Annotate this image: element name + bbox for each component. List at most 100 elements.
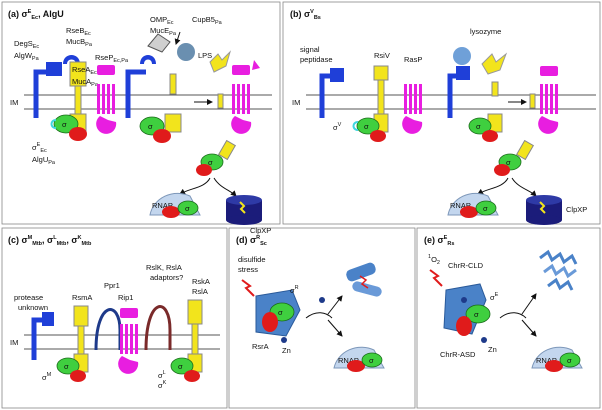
clpxp-label-b: ClpXP: [566, 205, 587, 214]
chrr-cld-label: ChrR-CLD: [448, 261, 484, 270]
rsiv-stub: [491, 81, 499, 97]
sigma-e-label: σEEc: [32, 142, 47, 154]
protease-label: protease: [14, 293, 43, 302]
rsiv-tm: [377, 79, 385, 117]
sigma-domain-red-2: [153, 129, 171, 143]
sigma-e-symbol: σ: [474, 310, 479, 319]
sigma-lk-label-2: σK: [158, 380, 167, 390]
rnap-sigma-symbol-b: σ: [483, 204, 488, 213]
rsep-protease: [96, 65, 117, 134]
sigma-released-red: [196, 164, 212, 176]
rsma-periplasmic: [73, 305, 89, 327]
rsma-label: RsmA: [72, 293, 92, 302]
rsiv-ecd-cleaved: [481, 52, 508, 75]
rsea-tm: [74, 85, 82, 117]
ppr1-label: Ppr1: [104, 281, 120, 290]
sigma-e-green: [465, 304, 491, 324]
rsep-label: RsePEc,Pa: [95, 53, 129, 64]
panel-c-title: (c) σMMtb, σLMtb, σKMtb: [8, 235, 92, 247]
rasp-protease: [402, 84, 423, 134]
panel-c-border: [1, 227, 228, 409]
arrow-to-rnap-b: [477, 177, 509, 195]
rsiv-tm-stub: [529, 93, 536, 109]
sigma-v-green: [356, 117, 380, 135]
panel-d-title: (d) σRSc: [236, 235, 267, 247]
sigma-e-red: [456, 316, 472, 336]
rska-periplasmic: [187, 299, 203, 325]
signal-peptidase-label: signal: [300, 45, 320, 54]
rnap-sigma-red-e: [545, 360, 563, 372]
panel-b-border: [282, 1, 601, 225]
degs-domain: [46, 62, 62, 76]
cupb5-protein: [177, 43, 195, 61]
arrow-to-rnap: [179, 177, 211, 195]
panel-b: (b) σVBs IM signal peptidase RsiV σ σV R…: [290, 9, 596, 225]
mucb-label: MucBPa: [66, 37, 93, 48]
panel-e-title: (e) σERs: [424, 235, 454, 247]
sigma-lk-symbol: σ: [178, 362, 183, 371]
im-label-c: IM: [10, 338, 18, 347]
rska-tm: [191, 323, 199, 357]
rsiv-periplasmic: [373, 65, 389, 81]
rseb-label: RseBEc: [66, 26, 91, 37]
sigma-v-symbol: σ: [364, 122, 369, 131]
stress-label: stress: [238, 265, 258, 274]
rsiv-label: RsiV: [374, 51, 390, 60]
rnap-label: RNAP: [152, 201, 173, 210]
lps-label: LPS: [198, 51, 212, 60]
clpxp-label: ClpXP: [250, 226, 271, 235]
sigma-v-symbol-2: σ: [476, 122, 481, 131]
sigma-v-linker: [352, 121, 359, 131]
rsea-cleaved: [169, 73, 177, 95]
rslk-loop: [144, 305, 172, 351]
signal-peptidase-label-2: peptidase: [300, 55, 333, 64]
rnap-sigma-red-d: [347, 360, 365, 372]
panel-e-border: [416, 227, 601, 409]
degs-label: DegSEc: [14, 39, 39, 50]
omp-peptide: [147, 33, 171, 53]
rnap-sigma-symbol: σ: [185, 204, 190, 213]
disulfide-label: disulfide: [238, 255, 266, 264]
muce-label: MucEPa: [150, 26, 177, 37]
rsla-label: RslA: [192, 287, 208, 296]
branch-arrow-e: [499, 312, 527, 319]
panel-a-border: [1, 1, 281, 225]
rnap-sigma-green-b: [475, 200, 497, 216]
adaptors-label: adaptors?: [150, 273, 183, 282]
sigma-linker: [50, 119, 57, 129]
rsea-label: RseAEc: [72, 65, 97, 76]
clpxp-barrel-b: [526, 195, 562, 225]
arrow-to-clpxp-b: [511, 177, 537, 197]
rip1-protease: [118, 308, 139, 374]
arrow-to-chrr-e: [521, 293, 537, 315]
rnap-label-e: RNAP: [536, 356, 557, 365]
lysozyme-label: lysozyme: [470, 27, 501, 36]
zn-label-e: Zn: [488, 345, 497, 354]
im-label: IM: [10, 98, 18, 107]
sigma-e-label-e: σE: [490, 292, 499, 302]
rasp-protease-2: [538, 66, 559, 134]
rnap-label-d: RNAP: [338, 356, 359, 365]
omp-label: OMPEc: [150, 15, 174, 26]
sigma-m-symbol: σ: [64, 362, 69, 371]
rsea-cyto-cleaved: [164, 113, 182, 133]
oxygen-bolt: [429, 269, 443, 287]
chrr-free-structure: [539, 249, 578, 291]
panel-a-title: (a) σEEc, AlgU: [8, 9, 64, 21]
branch-arrow-d: [305, 312, 333, 319]
rsea-stub: [217, 93, 224, 109]
rnap-sigma-symbol-e: σ: [567, 356, 572, 365]
unknown-label: unknown: [18, 303, 48, 312]
sigma-domain-red: [69, 127, 87, 141]
unknown-protease-domain: [42, 312, 54, 326]
rnap-sigma-green: [177, 200, 199, 216]
zn-label: Zn: [282, 346, 291, 355]
arrow-to-clpxp: [213, 177, 237, 197]
arrow-to-rsra-d: [327, 295, 343, 315]
sigma-released-red-b: [494, 164, 510, 176]
sigma-r-label: σR: [290, 285, 299, 295]
panel-c: (c) σMMtb, σLMtb, σKMtb IM protease unkn…: [8, 235, 220, 390]
sigma-v-label: σV: [333, 122, 342, 132]
rsiv-fragment: [515, 139, 535, 161]
